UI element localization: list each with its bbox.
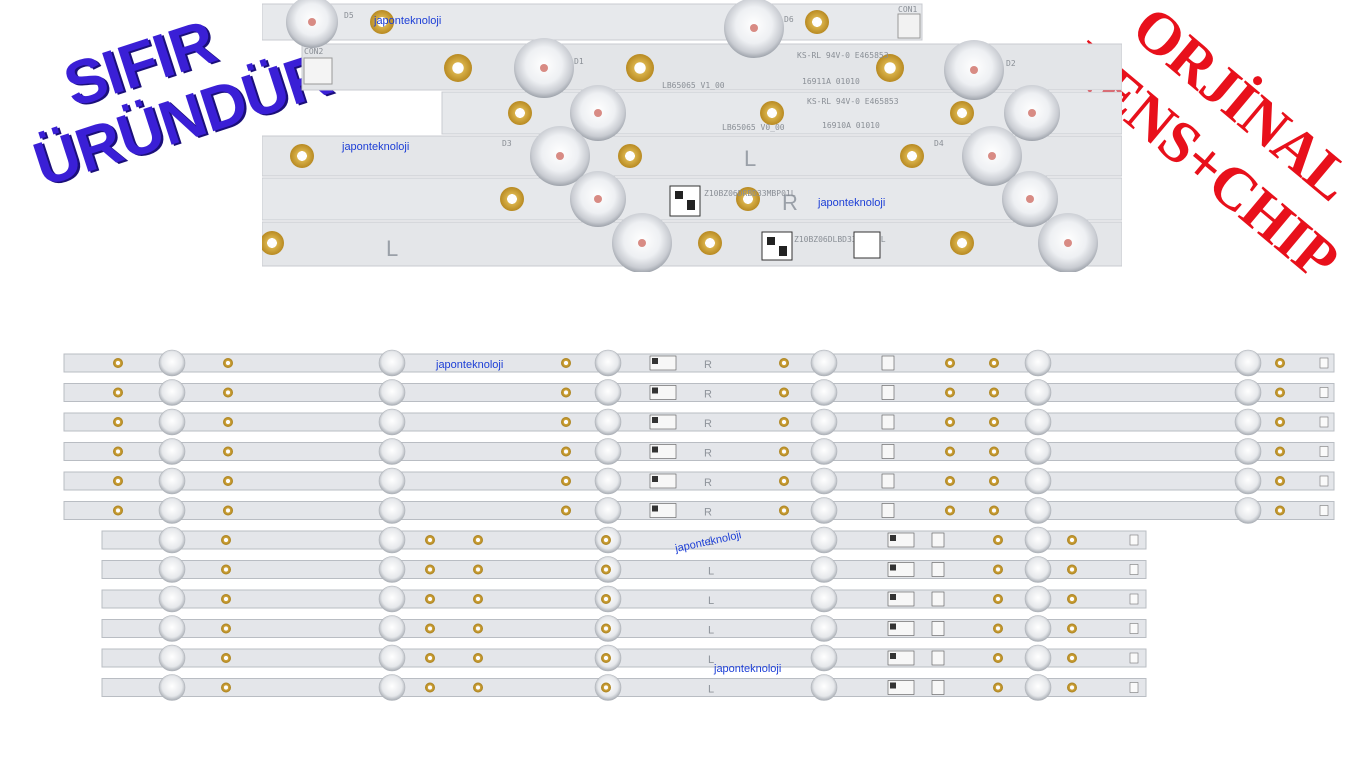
connector-label-1: CON1 xyxy=(898,5,917,14)
watermark-bottom-1: japonteknoloji xyxy=(435,359,503,371)
strip-side-letter: R xyxy=(704,359,712,371)
led-label-6: D4 xyxy=(934,139,944,148)
side-letter-2: R xyxy=(782,190,798,215)
led-strip: R xyxy=(63,438,1335,465)
qr-sticker-1: Z10BZ06DRBD33MBP01L xyxy=(669,185,796,217)
mounting-pads xyxy=(262,10,974,255)
led-label-1: D5 xyxy=(344,11,354,20)
connector-2 xyxy=(303,57,333,85)
side-letter-3: L xyxy=(386,236,398,261)
strip-side-letter: L xyxy=(708,625,714,637)
led-label-4: D2 xyxy=(1006,59,1016,68)
strip-side-letter: L xyxy=(708,595,714,607)
date-code-1: 16911A 01010 xyxy=(802,77,860,86)
watermark-bottom-3: japonteknoloji xyxy=(713,663,781,675)
led-strip: R xyxy=(63,349,1335,377)
led-strip: L xyxy=(101,585,1147,613)
led-label-5: D3 xyxy=(502,139,512,148)
board-label-2: LB65065 V0_00 xyxy=(722,123,785,132)
cert-label-2: KS-RL 94V-0 E465853 xyxy=(807,97,899,106)
led-cores xyxy=(308,18,1072,247)
watermark-top-2: japonteknoloji xyxy=(341,141,409,153)
led-strip-closeup-photo: LB65065 V1_00 LB65065 V0_00 KS-RL 94V-0 … xyxy=(262,0,1122,272)
led-strip: R xyxy=(63,408,1335,436)
led-strip: R xyxy=(63,379,1335,406)
cert-label-1: KS-RL 94V-0 E465853 xyxy=(797,51,889,60)
connector-1 xyxy=(897,13,921,39)
led-label-3: D1 xyxy=(574,57,584,66)
strip-side-letter: R xyxy=(704,507,712,519)
strip-side-letter: L xyxy=(708,536,714,548)
strip-side-letter: L xyxy=(708,654,714,666)
board-label-1: LB65065 V1_00 xyxy=(662,81,725,90)
led-strip-set-photo: R R R R R R L L L L L L japonteknoloji japonteknolo… xyxy=(63,349,1335,701)
led-strips: R R R R R R L L L L L L xyxy=(63,349,1335,701)
strip-side-letter: L xyxy=(708,566,714,578)
strip-6 xyxy=(262,221,1122,267)
qr-text-1: Z10BZ06DRBD33MBP01L xyxy=(704,189,796,198)
led-label-2: D6 xyxy=(784,15,794,24)
led-strip: L xyxy=(101,526,1147,554)
qr-sticker-2: Z10BZ06DLBD33MBP01L xyxy=(761,231,886,261)
connector-label-2: CON2 xyxy=(304,47,323,56)
strip-side-letter: R xyxy=(704,389,712,401)
led-strip: L xyxy=(101,556,1147,583)
led-strip: R xyxy=(63,497,1335,524)
date-code-2: 16910A 01010 xyxy=(822,121,880,130)
led-strip: L xyxy=(101,644,1147,672)
side-letter-1: L xyxy=(744,146,756,171)
led-strip: L xyxy=(101,674,1147,701)
strip-side-letter: R xyxy=(704,448,712,460)
promo-new-product: SIFIR ÜRÜNDÜR xyxy=(6,0,339,200)
led-strip: L xyxy=(101,615,1147,642)
strip-side-letter: R xyxy=(704,418,712,430)
strip-2 xyxy=(301,43,1122,91)
watermark-top-1: japonteknoloji xyxy=(373,15,441,27)
watermark-top-3: japonteknoloji xyxy=(817,197,885,209)
qr-text-2: Z10BZ06DLBD33MBP01L xyxy=(794,235,886,244)
strip-side-letter: L xyxy=(708,684,714,696)
led-strip: R xyxy=(63,467,1335,495)
strip-side-letter: R xyxy=(704,477,712,489)
